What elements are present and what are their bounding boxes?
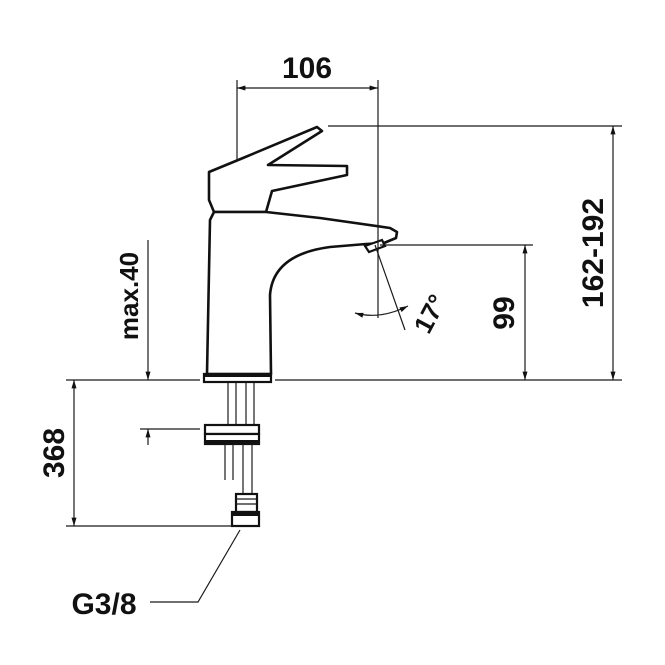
label-connection-thread: G3/8 [71, 588, 136, 621]
leader-connection-thread [150, 529, 241, 603]
dim-arc-spout-angle [354, 305, 409, 318]
dimension-lines [71, 85, 616, 603]
extension-lines [66, 80, 622, 527]
label-total-height: 162-192 [577, 198, 610, 308]
hose-fitting [234, 492, 259, 514]
hose-connector-shadow [232, 512, 259, 516]
fixing-washer-shadow [205, 440, 259, 444]
label-hose-length: 368 [38, 428, 71, 478]
base-flange-shadow [204, 374, 271, 377]
faucet-outline [202, 125, 399, 528]
label-spout-height: 99 [488, 296, 521, 329]
fixing-nut [203, 423, 261, 436]
label-deck-thickness: max.40 [114, 252, 144, 340]
label-spout-angle: 17° [408, 289, 453, 338]
lever-handle [207, 125, 349, 214]
label-spout-reach: 106 [282, 52, 332, 85]
faucet-body [205, 210, 399, 376]
